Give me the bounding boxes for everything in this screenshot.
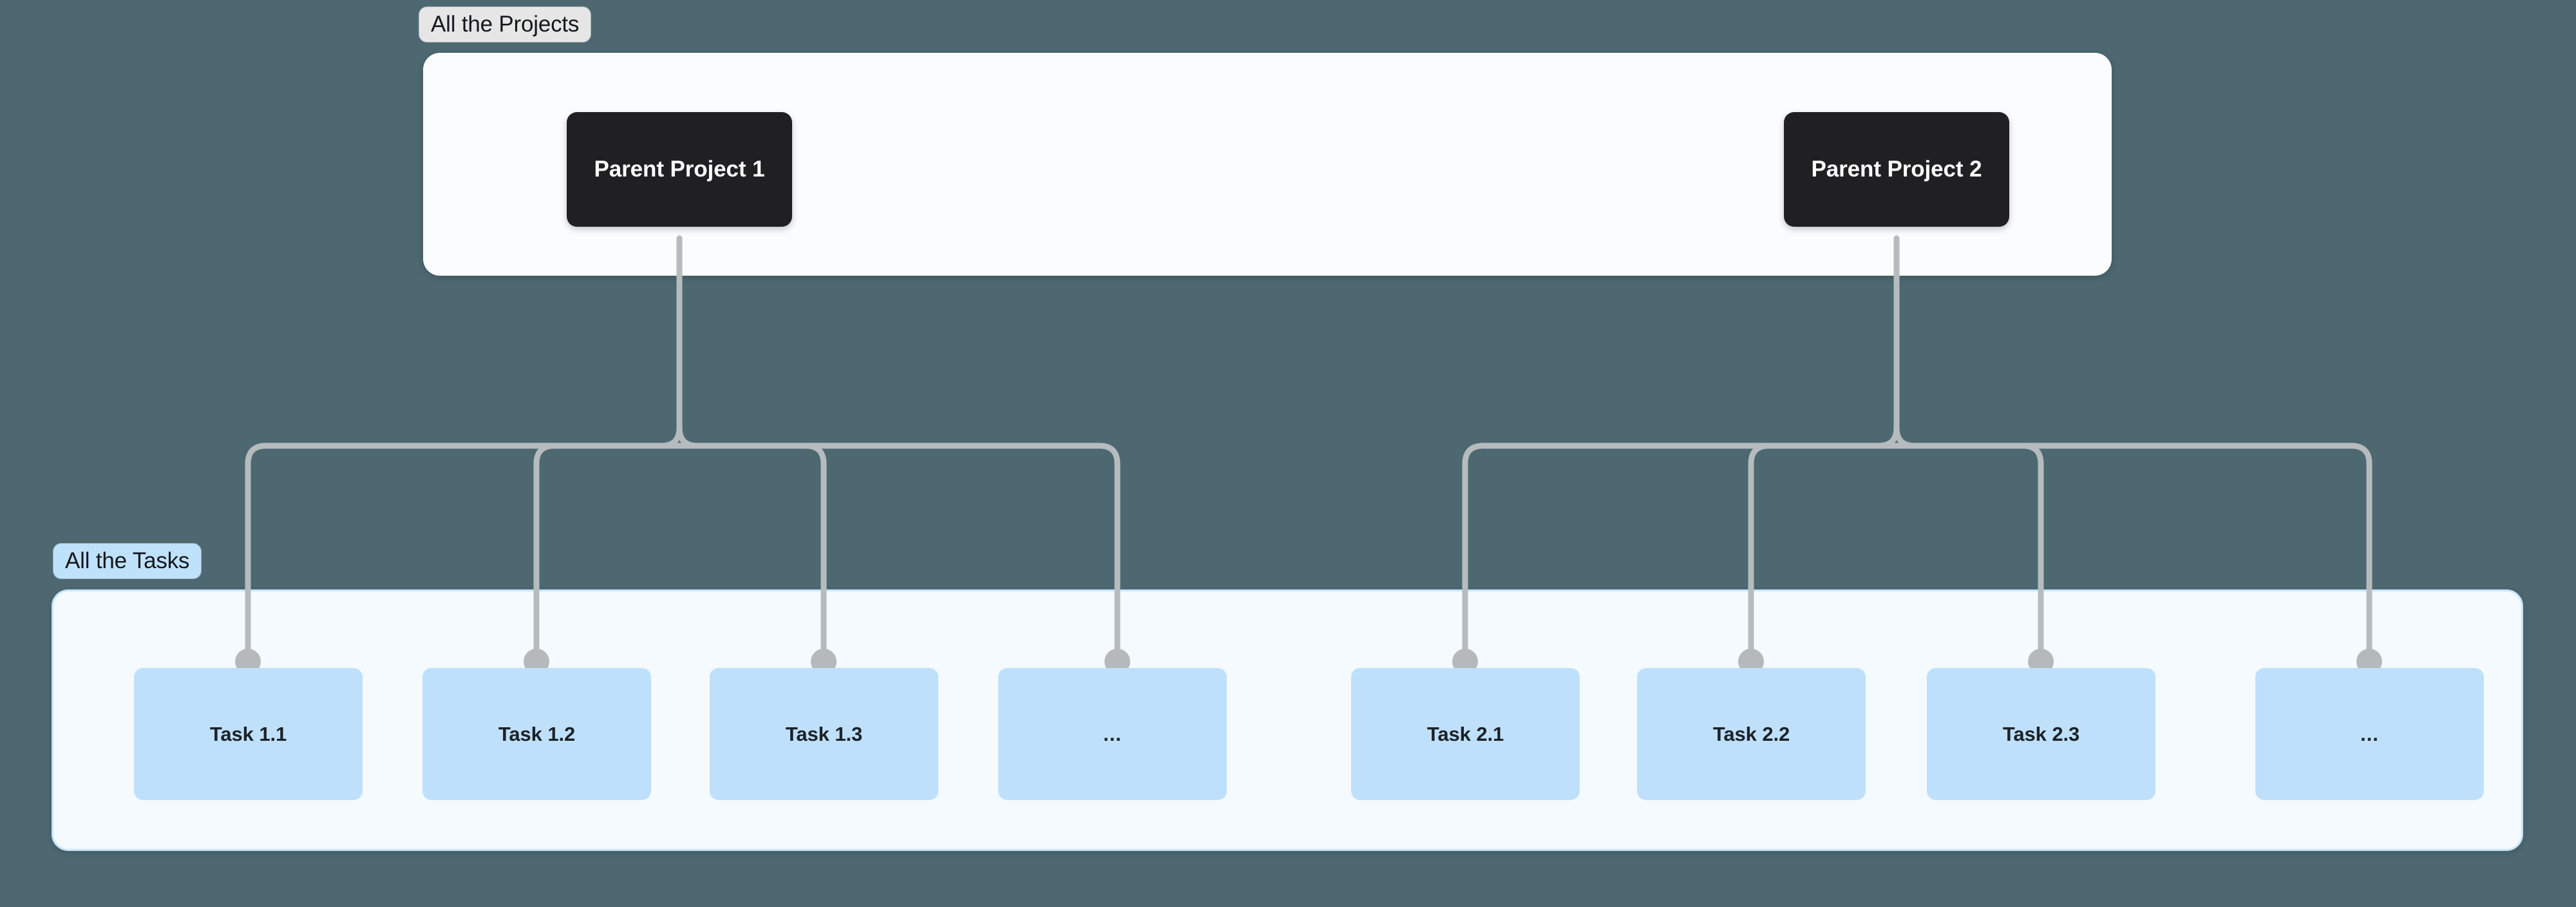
group-label-all-the-tasks[interactable]: All the Tasks	[53, 543, 202, 579]
task-card-task-2-3[interactable]: Task 2.3	[1927, 668, 2155, 800]
task-card-task-1-3[interactable]: Task 1.3	[710, 668, 938, 800]
task-card-more-group-1[interactable]: ...	[998, 668, 1227, 800]
group-label-all-the-projects[interactable]: All the Projects	[419, 6, 592, 43]
task-card-more-group-2[interactable]: ...	[2255, 668, 2484, 800]
task-card-task-2-1[interactable]: Task 2.1	[1351, 668, 1580, 800]
task-card-task-2-2[interactable]: Task 2.2	[1637, 668, 1866, 800]
project-card-parent-project-1[interactable]: Parent Project 1	[567, 112, 792, 227]
task-card-task-1-1[interactable]: Task 1.1	[134, 668, 363, 800]
task-card-task-1-2[interactable]: Task 1.2	[422, 668, 651, 800]
project-card-parent-project-2[interactable]: Parent Project 2	[1784, 112, 2009, 227]
